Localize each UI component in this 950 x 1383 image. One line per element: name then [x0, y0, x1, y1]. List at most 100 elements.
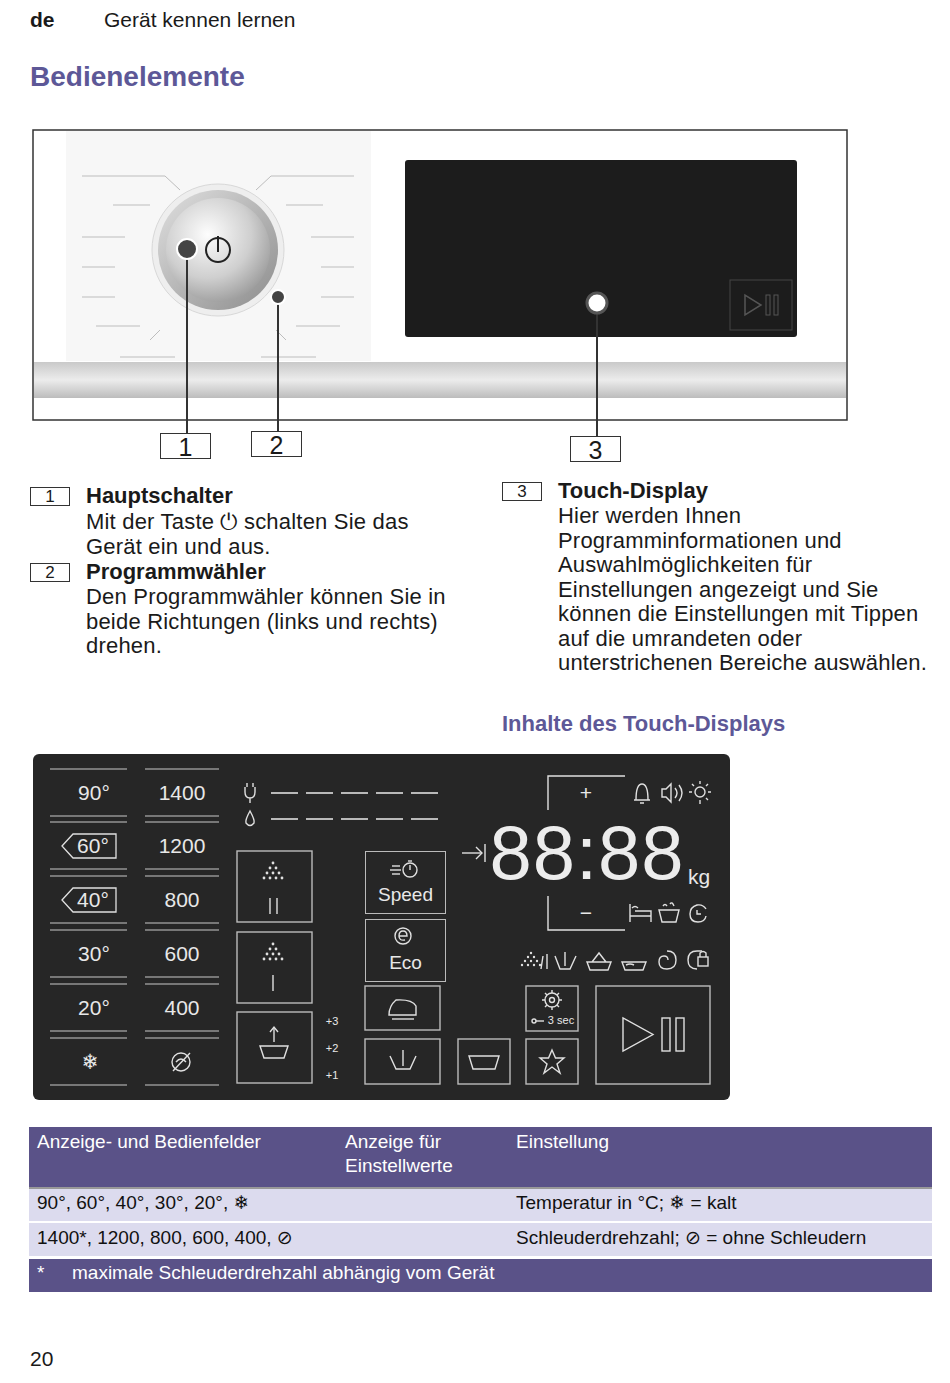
row-line: [145, 1031, 219, 1032]
spray-dot: [272, 953, 275, 956]
spray-dot: [521, 964, 523, 966]
dial-tick: [256, 176, 271, 190]
item-heading: Programmwähler: [86, 560, 266, 585]
spray-dot: [278, 872, 281, 875]
callout-number: 3: [570, 436, 621, 462]
spray-dot: [275, 877, 278, 880]
row-line: [145, 1038, 219, 1039]
time-display: 88:88: [489, 810, 684, 895]
spray-dot: [281, 958, 284, 961]
dial-tick: [150, 330, 160, 340]
spray-dot: [536, 960, 538, 962]
row-line: [145, 822, 219, 823]
language-code: de: [30, 8, 55, 32]
row-line: [50, 930, 127, 931]
row-line: [145, 984, 219, 985]
row-line: [145, 769, 219, 770]
temp-value: 60°: [77, 834, 109, 858]
item-text: Den Programmwähler können Sie in beide R…: [86, 585, 456, 659]
spray-dot: [275, 958, 278, 961]
footnote: maximale Schleuderdrehzahl abhängig vom …: [72, 1262, 672, 1283]
item-heading: Touch-Display: [558, 479, 708, 504]
spray-dot: [269, 958, 272, 961]
level-dash: [271, 818, 298, 820]
spray-dot: [272, 862, 275, 865]
page-title: Bedienelemente: [30, 61, 245, 92]
spray-dot: [266, 953, 269, 956]
dial-tick: [261, 357, 316, 358]
button-text: Speed: [366, 883, 445, 907]
dial-tick: [82, 176, 165, 177]
callout-number: 3: [502, 482, 542, 501]
row-line: [145, 869, 219, 870]
spray-dot: [533, 964, 535, 966]
spray-dot: [527, 964, 529, 966]
washer-panel: [33, 130, 847, 436]
settings-table: [29, 1127, 932, 1292]
spray-dot: [269, 877, 272, 880]
dial-tick: [82, 267, 115, 268]
spray-dot: [539, 964, 541, 966]
row-line: [145, 923, 219, 924]
level-dash: [306, 818, 333, 820]
dial-tick: [120, 357, 175, 358]
row-line: [50, 923, 127, 924]
spin-value: 1400: [159, 781, 206, 805]
spray-dot: [263, 877, 266, 880]
spray-dot: [272, 872, 275, 875]
table-cell: 1400*, 1200, 800, 600, 400, ⊘: [37, 1227, 507, 1248]
spray-dot: [530, 960, 532, 962]
spray-dot: [281, 877, 284, 880]
unit-label: kg: [688, 865, 710, 889]
touch-display-panel: [33, 754, 730, 1100]
item-text: Hier werden Ihnen Programminformationen …: [558, 504, 936, 676]
spin-value: 600: [164, 942, 199, 966]
row-line: [50, 822, 127, 823]
dial-tick: [82, 297, 115, 298]
level-dash: [341, 818, 368, 820]
callout-number: 1: [30, 487, 70, 506]
dial-tick: [296, 326, 340, 327]
plus-button: +: [580, 781, 592, 805]
temp-value: 40°: [77, 888, 109, 912]
spray-dot: [269, 867, 272, 870]
spray-dot: [266, 872, 269, 875]
spin-value: 800: [164, 888, 199, 912]
cold-symbol: ❄: [81, 1050, 99, 1074]
callout-number: 2: [251, 431, 302, 457]
row-line: [50, 984, 127, 985]
row-line: [145, 1085, 219, 1086]
callout-number: 1: [160, 433, 211, 459]
touch-button: Eco: [365, 919, 446, 982]
row-line: [145, 816, 219, 817]
row-line: [50, 876, 127, 877]
temp-value: 30°: [78, 942, 110, 966]
spray-dot: [263, 958, 266, 961]
minus-button: −: [580, 901, 592, 925]
temp-value: 90°: [78, 781, 110, 805]
row-line: [50, 869, 127, 870]
row-line: [50, 1085, 127, 1086]
dial-tick: [96, 326, 140, 327]
dial-tick: [271, 176, 354, 177]
spray-dot: [275, 948, 278, 951]
spray-dot: [533, 956, 535, 958]
dial-tick: [286, 205, 323, 206]
dial-tick: [321, 267, 354, 268]
row-line: [50, 769, 127, 770]
spray-dot: [269, 948, 272, 951]
spray-dot: [278, 953, 281, 956]
dial-tick: [321, 297, 354, 298]
touch-button: Speed: [365, 851, 446, 914]
row-line: [145, 977, 219, 978]
page-number: 20: [30, 1347, 53, 1371]
level-dash: [376, 792, 403, 794]
row-line: [50, 1038, 127, 1039]
level-dash: [376, 818, 403, 820]
row-line: [145, 930, 219, 931]
dial-tick: [165, 176, 180, 190]
level-dash: [411, 818, 438, 820]
section-header: Gerät kennen lernen: [104, 8, 295, 32]
spray-dot: [272, 943, 275, 946]
